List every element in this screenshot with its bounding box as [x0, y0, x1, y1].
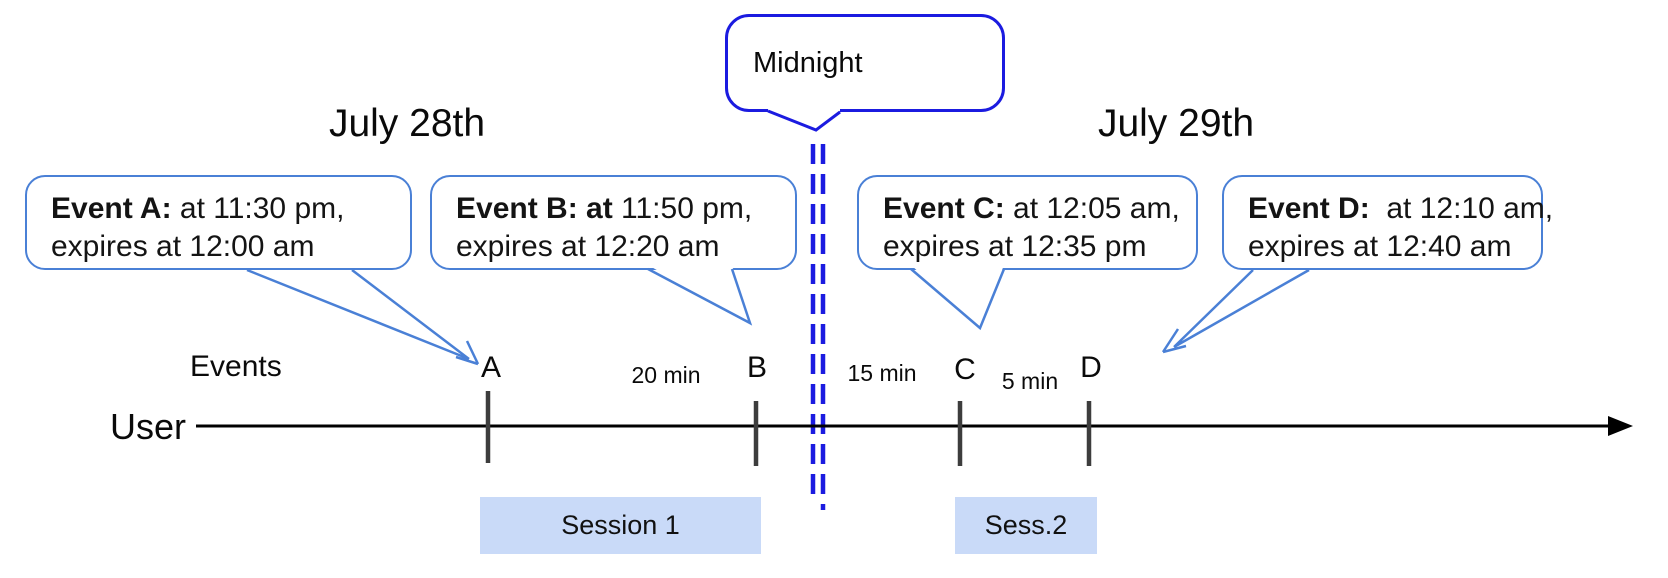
event-d-line1: Event D: at 12:10 am, — [1248, 192, 1554, 225]
event-a-line1: Event A: at 11:30 pm, — [51, 192, 345, 225]
event-c-tail-mask — [911, 265, 1004, 328]
event-b-line1: Event B: at 11:50 pm, — [456, 192, 753, 225]
tick-label-d: D — [1080, 351, 1102, 384]
event-a-callout: Event A: at 11:30 pm, expires at 12:00 a… — [25, 175, 412, 270]
session-1-box: Session 1 — [480, 497, 761, 554]
timeline-arrowhead-icon — [1608, 416, 1633, 436]
session-1-label: Session 1 — [561, 510, 680, 540]
event-d-callout: Event D: at 12:10 am, expires at 12:40 a… — [1222, 175, 1554, 270]
event-b-callout-tail — [647, 267, 753, 326]
date-title-july-28: July 28th — [328, 102, 486, 145]
midnight-label: Midnight — [753, 46, 863, 79]
event-c-line1: Event C: at 12:05 am, — [883, 192, 1180, 225]
tick-label-a: A — [480, 351, 502, 384]
tick-label-b: B — [746, 351, 768, 384]
gap-label-15min: 15 min — [847, 360, 917, 386]
event-d-callout-tail — [1161, 268, 1310, 354]
gap-label-20min: 20 min — [631, 362, 701, 388]
midnight-callout-tail — [767, 109, 841, 132]
session-2-label: Sess.2 — [984, 510, 1068, 540]
date-title-july-29: July 29th — [1097, 102, 1255, 145]
event-c-callout-tail — [910, 268, 1006, 331]
user-axis-label: User — [110, 406, 187, 447]
gap-label-5min: 5 min — [1001, 368, 1059, 394]
tick-label-c: C — [954, 353, 976, 386]
event-b-line2: expires at 12:20 am — [456, 230, 720, 263]
event-a-line2: expires at 12:00 am — [51, 230, 315, 263]
midnight-callout: Midnight — [725, 14, 1005, 112]
session-2-box: Sess.2 — [955, 497, 1097, 554]
event-b-tail-mask — [648, 265, 750, 323]
event-c-callout: Event C: at 12:05 am, expires at 12:35 p… — [857, 175, 1198, 270]
event-b-callout: Event B: at 11:50 pm, expires at 12:20 a… — [430, 175, 797, 270]
event-d-line2: expires at 12:40 am — [1248, 230, 1512, 263]
events-axis-label: Events — [190, 350, 282, 383]
event-c-line2: expires at 12:35 pm — [883, 230, 1147, 263]
